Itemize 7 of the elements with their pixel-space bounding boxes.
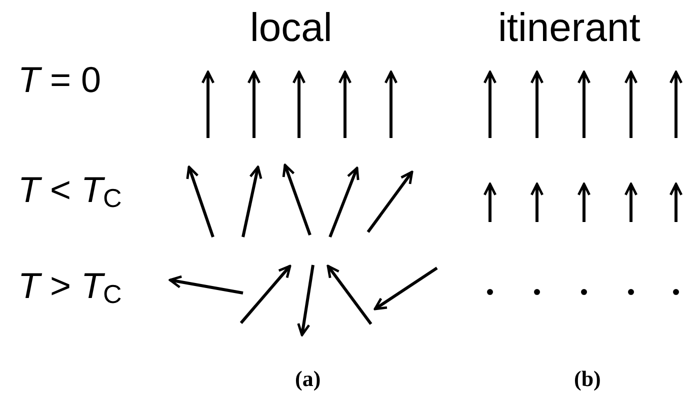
column-heading: itinerant <box>498 8 640 48</box>
row-label: T = 0 <box>18 62 102 98</box>
row-label: T > T$_{C}$ <box>18 268 122 304</box>
row-label: T < T$_{C}$ <box>18 172 122 208</box>
column-heading: local <box>250 8 332 48</box>
panel-label: (a) <box>295 368 321 390</box>
panel-label: (b) <box>574 368 601 390</box>
